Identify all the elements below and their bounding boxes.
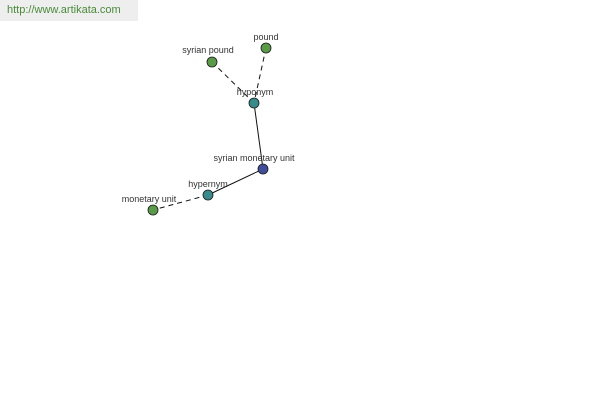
node-syrian-pound[interactable] xyxy=(206,56,218,68)
node-label-hypernym: hypernym xyxy=(188,179,228,189)
node-pound[interactable] xyxy=(260,42,272,54)
node-monetary-unit[interactable] xyxy=(147,204,159,216)
node-label-syrian-monetary-unit: syrian monetary unit xyxy=(213,153,295,163)
node-label-monetary-unit: monetary unit xyxy=(122,194,177,204)
edges-layer xyxy=(152,47,267,211)
edge-syrian-monetary-unit-hypernym xyxy=(207,168,264,196)
nodes-layer xyxy=(147,42,272,216)
labels-layer: pound syrian pound hyponym syrian monetary … xyxy=(122,32,295,204)
site-banner: http://www.artikata.com xyxy=(0,0,138,21)
node-syrian-monetary-unit[interactable] xyxy=(257,163,269,175)
edge-pound-hyponym xyxy=(253,47,267,104)
node-label-hyponym: hyponym xyxy=(237,87,274,97)
node-label-pound: pound xyxy=(253,32,278,42)
site-url-text: http://www.artikata.com xyxy=(7,4,121,16)
edge-syrian-pound-hyponym xyxy=(211,61,255,104)
node-hyponym[interactable] xyxy=(248,97,260,109)
edge-hyponym-syrian-monetary-unit xyxy=(253,102,264,170)
node-hypernym[interactable] xyxy=(202,189,214,201)
node-label-syrian-pound: syrian pound xyxy=(182,45,234,55)
edge-hypernym-monetary-unit xyxy=(152,194,209,211)
